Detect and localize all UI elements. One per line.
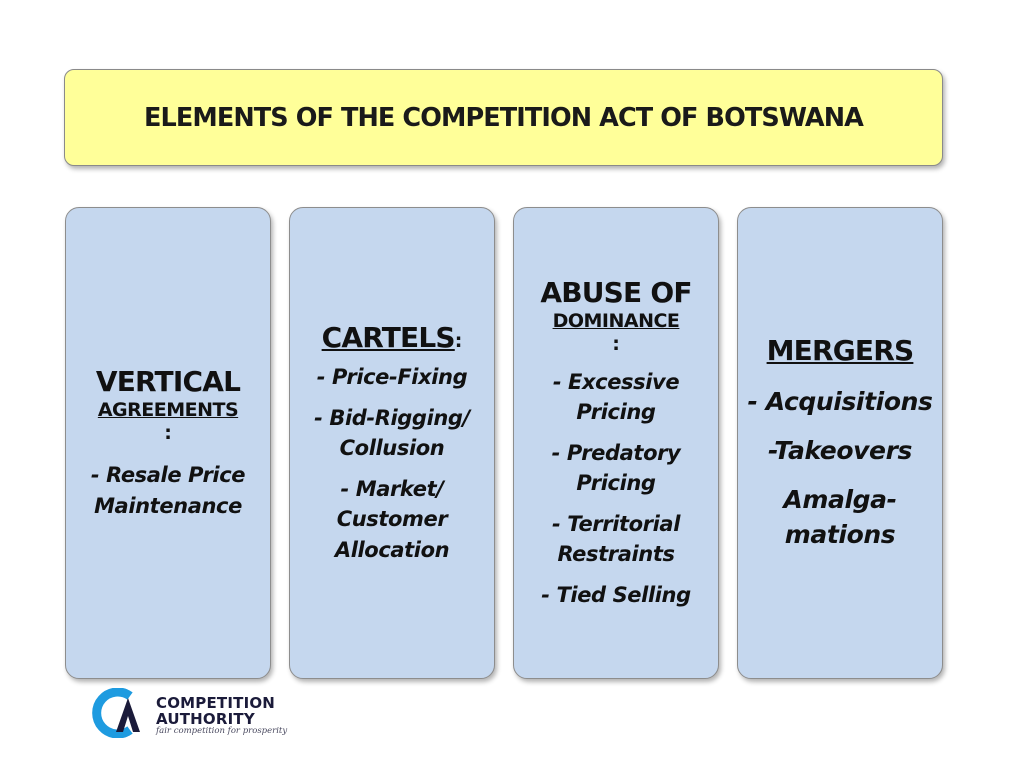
logo-text-line2: AUTHORITY (156, 710, 255, 728)
card-vertical-agreements: VERTICAL AGREEMENTS : - Resale Price Mai… (65, 207, 271, 679)
card-heading-line: CARTELS: (322, 321, 463, 355)
title-banner: ELEMENTS OF THE COMPETITION ACT OF BOTSW… (64, 69, 943, 166)
card-item: - Market/ Customer Allocation (334, 476, 450, 562)
card-heading: ABUSE OF (540, 275, 692, 309)
card-item: - Predatory Pricing (551, 440, 681, 496)
competition-authority-logo: COMPETITION AUTHORITY fair competition f… (86, 688, 306, 740)
card-subheading: DOMINANCE (552, 309, 680, 332)
card-cartels: CARTELS: - Price-Fixing - Bid-Rigging/ C… (289, 207, 495, 679)
card-heading: VERTICAL (95, 365, 241, 399)
card-item: -Takeovers (768, 435, 912, 465)
card-mergers: MERGERS - Acquisitions -Takeovers Amalga… (737, 207, 943, 679)
card-item: - Tied Selling (541, 582, 691, 607)
card-colon: : (454, 329, 463, 352)
card-item: - Territorial Restraints (552, 511, 680, 567)
card-item: - Price-Fixing (316, 365, 468, 390)
card-colon: : (164, 422, 172, 445)
logo-tagline: fair competition for prosperity (156, 726, 288, 736)
card-item: - Bid-Rigging/ Collusion (314, 405, 470, 461)
card-item: - Acquisitions (747, 386, 933, 416)
logo-text-line1: COMPETITION (156, 694, 276, 712)
card-abuse-of-dominance: ABUSE OF DOMINANCE : - Excessive Pricing… (513, 207, 719, 679)
card-item: - Excessive Pricing (552, 370, 680, 425)
card-item: Amalga-mations (783, 484, 897, 549)
card-heading: CARTELS (321, 320, 456, 354)
slide-title: ELEMENTS OF THE COMPETITION ACT OF BOTSW… (143, 102, 864, 133)
card-heading: MERGERS (766, 334, 915, 368)
card-item: - Resale Price Maintenance (90, 463, 246, 518)
card-subheading: AGREEMENTS (97, 398, 239, 421)
card-colon: : (612, 333, 620, 356)
logo-mark-icon (92, 688, 140, 738)
